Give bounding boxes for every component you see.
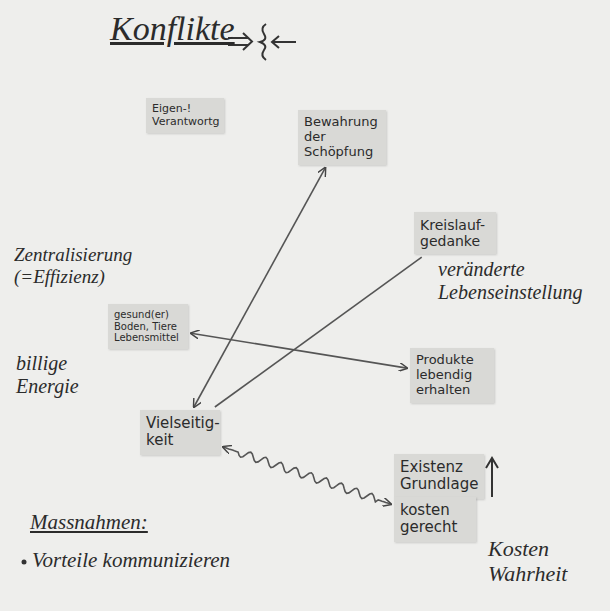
sticky-note: Existenz Grundlage <box>394 454 484 499</box>
bullet-dot <box>22 560 27 565</box>
side-note: veränderte Lebenseinstellung <box>438 258 606 304</box>
connector-arrow <box>215 257 422 407</box>
chart-title: Konflikte <box>110 10 235 48</box>
note-text: Eigen-! Verantwortg <box>152 103 218 128</box>
sticky-note: Vielseitig-keit <box>140 410 220 455</box>
sticky-note: kosten gerecht <box>394 497 476 542</box>
up-arrow <box>486 458 498 497</box>
conflict-symbol <box>228 24 296 60</box>
side-note: Kosten Wahrheit <box>488 536 598 587</box>
section-heading: Massnahmen: <box>30 510 230 534</box>
sticky-note: Kreislauf-gedanke <box>414 212 496 254</box>
note-text: Bewahrung der Schöpfung <box>304 115 380 160</box>
wavy-arrow <box>223 447 391 504</box>
note-text: gesund(er) Boden, Tiere Lebensmittel <box>114 309 182 344</box>
side-note: billige Energie <box>16 352 96 398</box>
note-text: Existenz Grundlage <box>400 459 478 494</box>
sticky-note: Produkte lebendig erhalten <box>410 348 494 403</box>
note-text: Produkte lebendig erhalten <box>416 353 488 398</box>
connector-arrow <box>194 168 325 407</box>
note-text: kosten gerecht <box>400 502 470 537</box>
side-note: Zentralisierung (=Effizienz) <box>14 244 164 288</box>
sticky-note: Bewahrung der Schöpfung <box>298 110 386 165</box>
connector-arrow <box>191 333 407 368</box>
note-text: Vielseitig-keit <box>146 415 214 450</box>
sticky-note: Eigen-! Verantwortg <box>146 98 224 133</box>
note-text: Kreislauf-gedanke <box>420 217 490 249</box>
measure-item: Vorteile kommunizieren <box>32 548 292 572</box>
sticky-note: gesund(er) Boden, Tiere Lebensmittel <box>108 304 188 349</box>
